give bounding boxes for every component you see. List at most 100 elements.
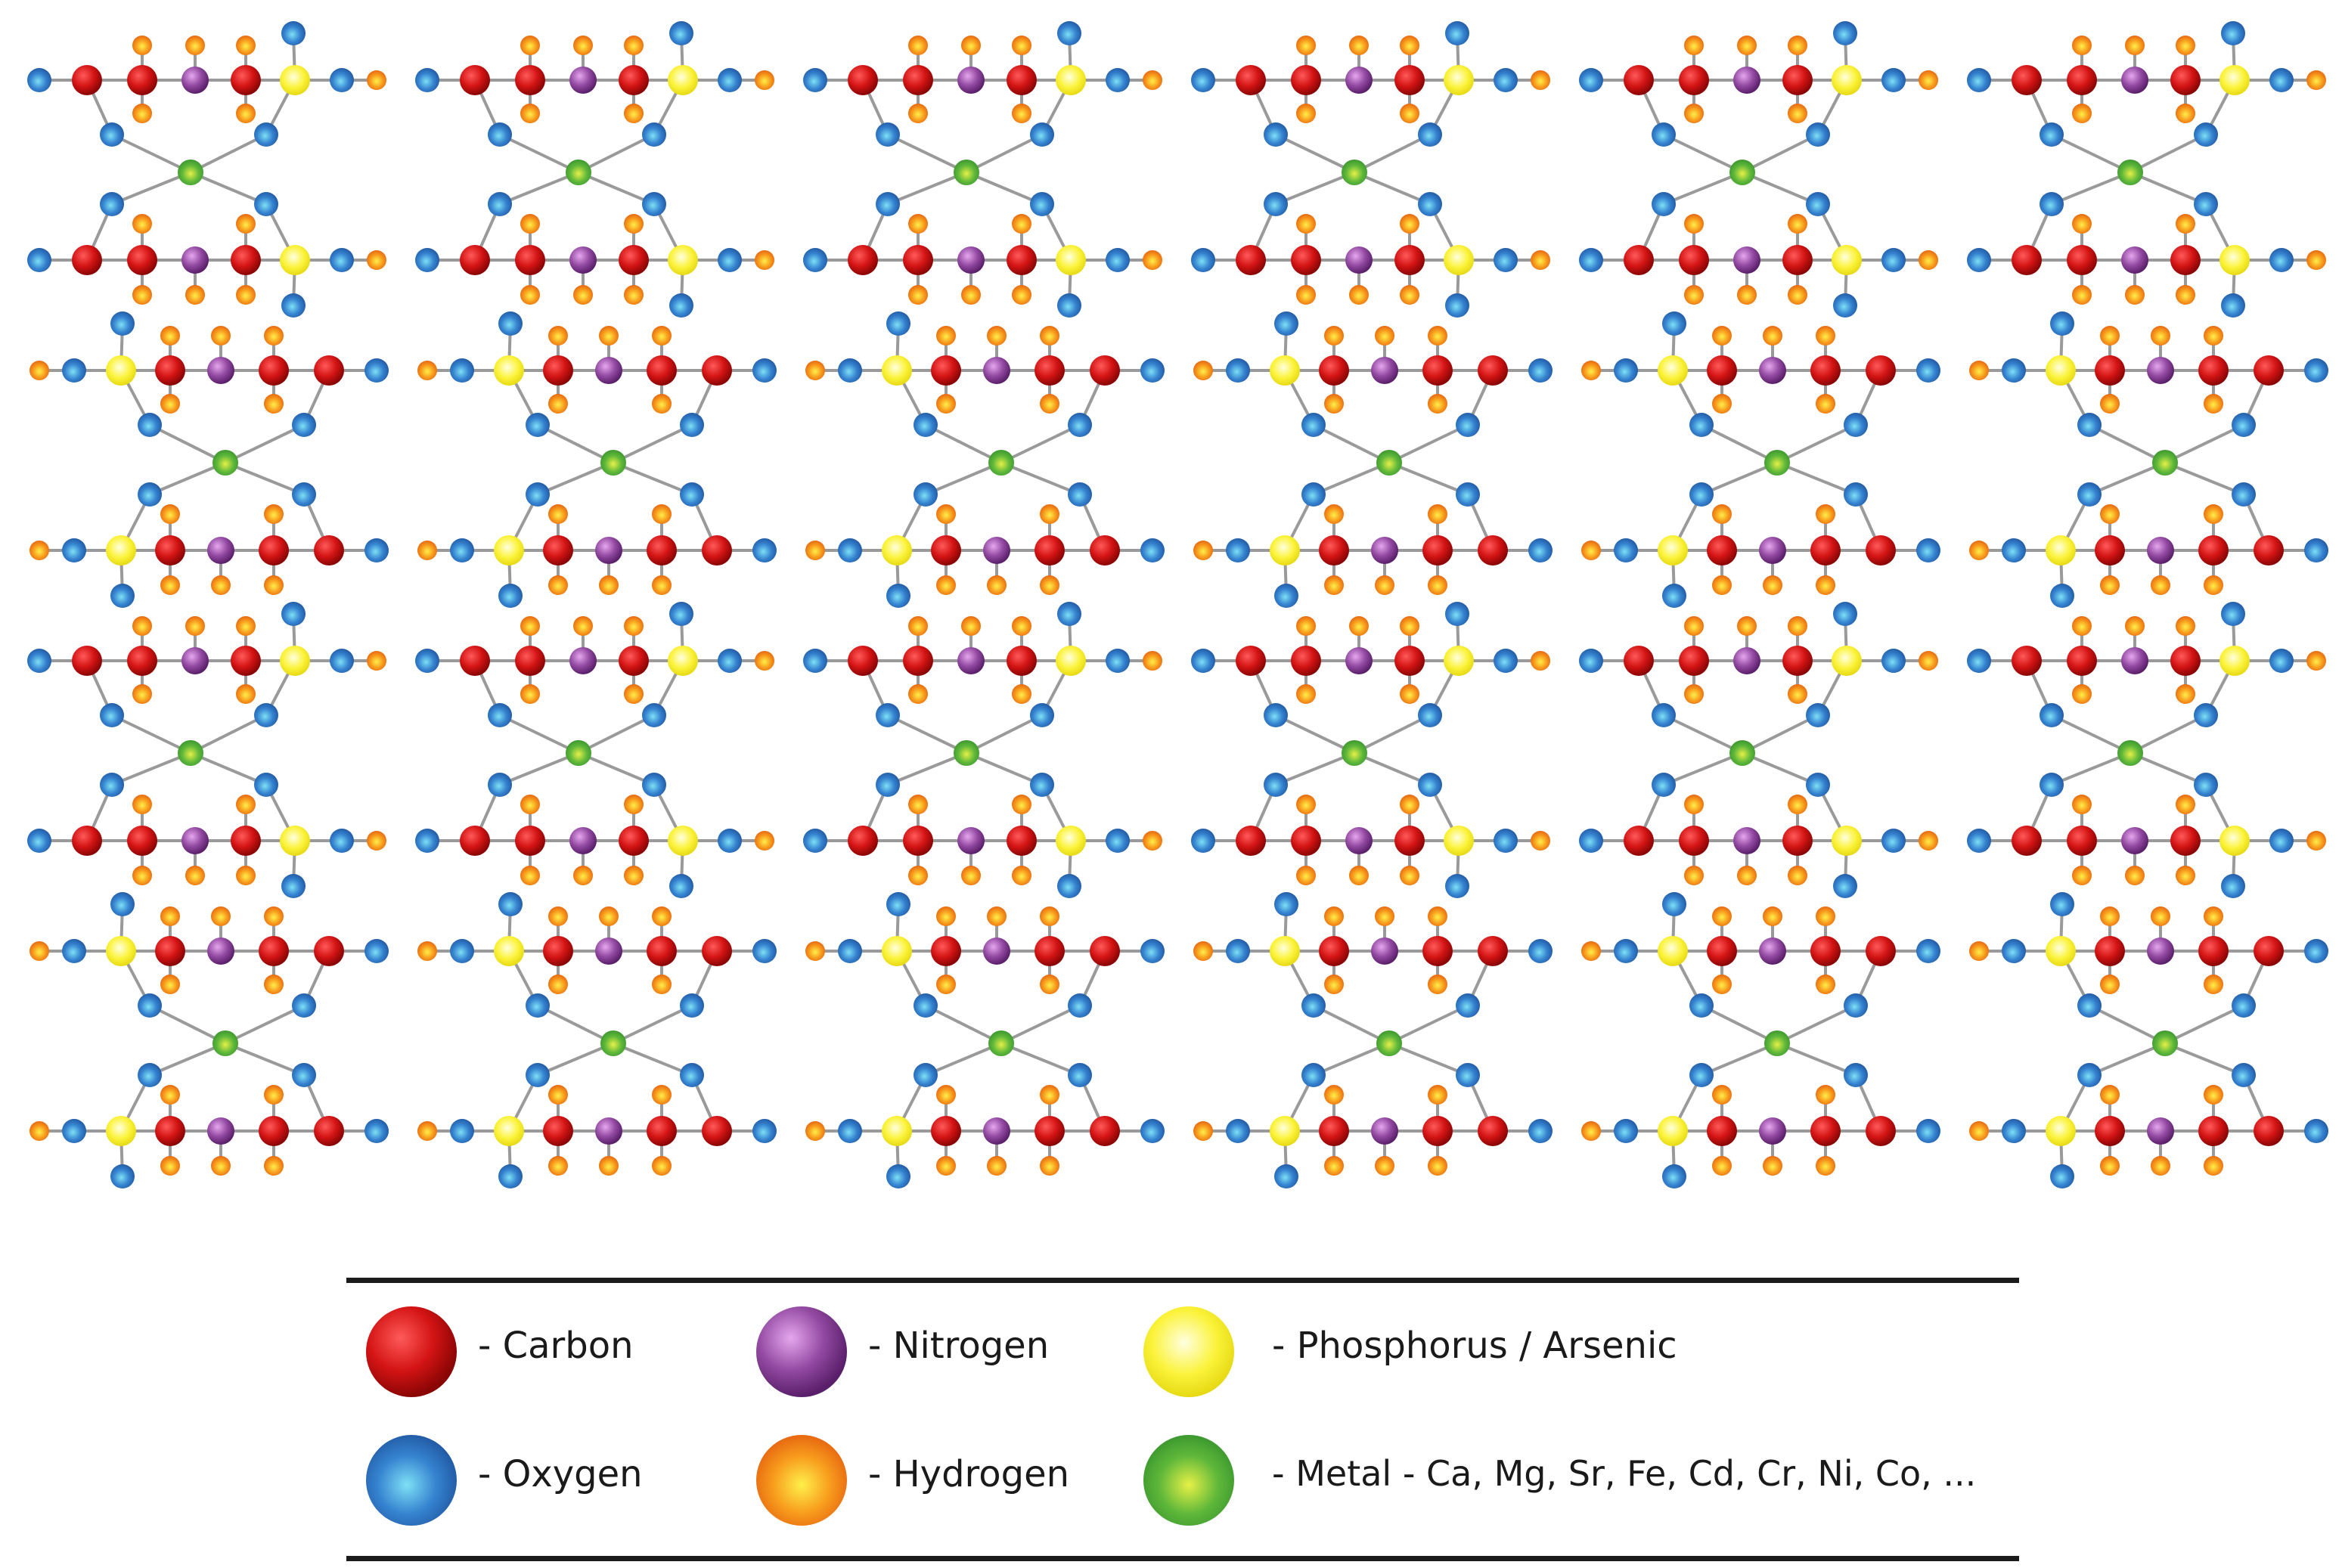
hydrogen-atom <box>132 104 152 123</box>
nitrogen-atom <box>1759 1117 1786 1145</box>
carbon-atom <box>259 1116 289 1146</box>
hydrogen-atom <box>2204 1085 2223 1105</box>
hydrogen-atom <box>599 1156 619 1176</box>
hydrogen-atom <box>2204 326 2223 346</box>
phosphorus-atom <box>2046 1116 2076 1146</box>
oxygen-atom <box>100 192 124 216</box>
oxygen-atom <box>498 1164 523 1188</box>
hydrogen-atom <box>236 684 256 704</box>
carbon-atom <box>903 826 933 856</box>
oxygen-atom <box>100 773 124 797</box>
oxygen-atom <box>2221 293 2245 318</box>
hydrogen-atom <box>2204 575 2223 595</box>
oxygen-atom <box>2232 413 2256 437</box>
hydrogen-atom <box>2100 1156 2120 1176</box>
hydrogen-atom <box>160 504 180 524</box>
hydrogen-atom <box>624 104 644 123</box>
bond <box>1313 1042 1390 1077</box>
hydrogen-atom <box>1531 831 1550 851</box>
carbon-atom <box>1035 1116 1065 1146</box>
carbon-atom <box>619 826 649 856</box>
hydrogen-atom <box>417 941 437 961</box>
hydrogen-atom <box>417 1121 437 1141</box>
nitrogen-atom <box>595 937 622 965</box>
bond <box>613 1004 693 1045</box>
bond <box>2130 714 2207 755</box>
bond <box>887 133 967 174</box>
carbon-atom <box>1394 646 1425 676</box>
oxygen-atom <box>1662 1164 1686 1188</box>
hydrogen-atom <box>520 684 540 704</box>
nitrogen-atom <box>595 537 622 564</box>
oxygen-atom <box>2232 1063 2256 1087</box>
oxygen-atom <box>138 1063 162 1087</box>
oxygen-atom <box>752 1119 777 1143</box>
carbon-atom <box>1624 826 1654 856</box>
hydrogen-atom <box>367 70 386 90</box>
oxygen-atom <box>2040 192 2064 216</box>
oxygen-atom <box>2232 482 2256 507</box>
oxygen-atom <box>1579 248 1603 272</box>
oxygen-atom <box>526 1063 550 1087</box>
nitrogen-atom <box>2121 67 2148 94</box>
carbon-atom <box>1810 535 1841 566</box>
carbon-atom <box>1090 535 1120 566</box>
bond <box>2051 714 2131 755</box>
hydrogen-atom <box>1296 214 1316 234</box>
metal-atom <box>212 450 238 476</box>
bond <box>111 751 191 786</box>
phosphorus-atom <box>668 245 698 275</box>
hydrogen-atom <box>1816 394 1835 414</box>
phosphorus-atom <box>2046 535 2076 566</box>
metal-atom <box>600 1030 626 1056</box>
oxygen-atom <box>1689 1063 1714 1087</box>
phosphorus-atom <box>2046 936 2076 966</box>
crystal-lattice-diagram <box>27 21 2328 1188</box>
hydrogen-atom <box>2100 504 2120 524</box>
oxygen-atom <box>718 649 742 673</box>
bond <box>966 714 1043 755</box>
hydrogen-atom <box>132 866 152 885</box>
hydrogen-atom <box>2306 250 2326 270</box>
oxygen-atom <box>718 248 742 272</box>
carbon-atom <box>619 646 649 676</box>
carbon-atom <box>155 1116 185 1146</box>
carbon-atom <box>2067 65 2097 95</box>
hydrogen-atom <box>599 906 619 926</box>
hydrogen-atom <box>1684 684 1704 704</box>
carbon-atom <box>515 646 545 676</box>
carbon-atom <box>1422 535 1453 566</box>
oxygen-atom <box>1614 939 1638 963</box>
hydrogen-atom <box>1428 326 1447 346</box>
oxygen-atom <box>1881 68 1906 92</box>
hydrogen-atom <box>908 795 928 814</box>
hydrogen-atom <box>2151 1156 2170 1176</box>
carbon-atom <box>2170 646 2201 676</box>
hydrogen-atom <box>264 326 284 346</box>
carbon-atom <box>2170 65 2201 95</box>
oxygen-atom <box>1140 939 1165 963</box>
hydrogen-atom <box>1919 70 1938 90</box>
oxygen-atom <box>1833 293 1857 318</box>
oxygen-atom <box>886 892 910 916</box>
carbon-atom <box>543 535 573 566</box>
hydrogen-atom <box>1712 504 1732 524</box>
carbon-atom <box>1679 65 1709 95</box>
bond <box>1701 461 1778 496</box>
carbon-atom <box>1707 936 1737 966</box>
oxygen-atom <box>1226 358 1250 383</box>
bond <box>499 714 579 755</box>
oxygen-atom <box>498 311 523 336</box>
oxygen-atom <box>415 829 439 853</box>
oxygen-atom <box>292 993 316 1018</box>
bond <box>578 751 655 786</box>
hydrogen-atom <box>599 326 619 346</box>
hydrogen-atom <box>2072 866 2092 885</box>
bond <box>1275 751 1355 786</box>
metal-atom <box>212 1030 238 1056</box>
oxygen-atom <box>1806 122 1830 147</box>
oxygen-atom <box>1418 192 1442 216</box>
metal-atom <box>2152 1030 2178 1056</box>
hydrogen-atom <box>1296 104 1316 123</box>
hydrogen-atom <box>1040 575 1059 595</box>
